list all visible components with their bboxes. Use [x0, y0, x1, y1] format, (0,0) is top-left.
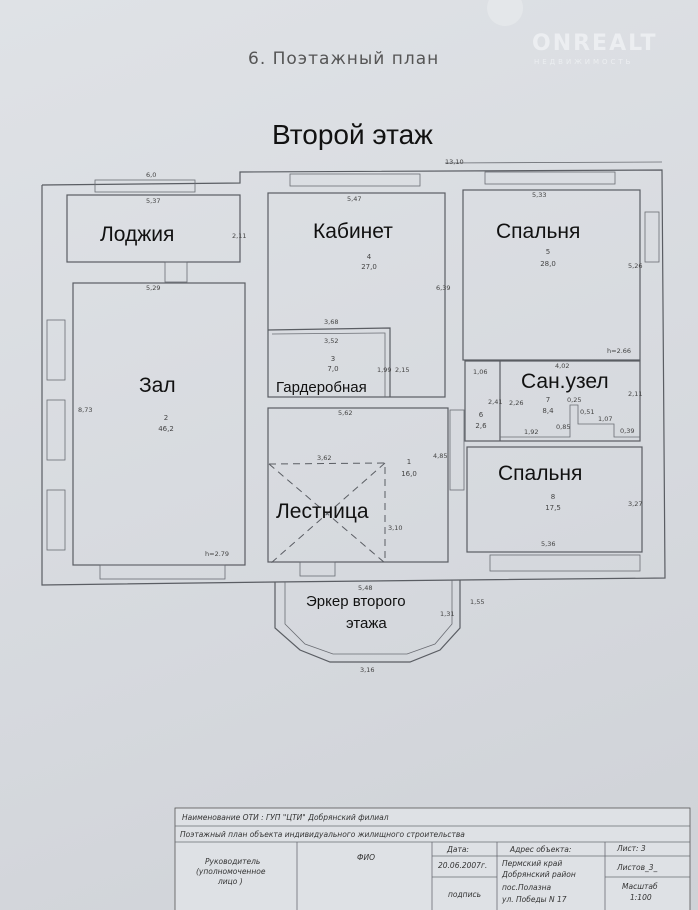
text-label: Пермский край: [502, 859, 562, 868]
text-label: 5,26: [628, 262, 642, 270]
text-label: 2,11: [628, 390, 642, 398]
text-label: 6: [479, 411, 484, 419]
text-label: 7: [546, 396, 550, 404]
text-label: Листов_3_: [616, 863, 658, 872]
room-label-wardrobe: Гардеробная: [276, 379, 367, 396]
watermark-sub: НЕДВИЖИМОСТЬ: [534, 58, 634, 66]
text-label: пос.Полазна: [502, 883, 552, 892]
text-label: Дата:: [446, 845, 469, 854]
text-label: ФИО: [357, 853, 375, 862]
text-label: 17,5: [545, 504, 561, 512]
text-label: подпись: [448, 890, 481, 899]
text-label: лицо ): [217, 877, 243, 886]
text-label: 8: [551, 493, 555, 501]
room-areas: 4 27,0 5 28,0 2 46,2 3 7,0 7 8,4 6 2,6 1 16,0 8…: [158, 248, 561, 512]
text-label: 20.06.2007г.: [438, 861, 487, 870]
text-label: 1:100: [630, 893, 652, 902]
text-label: 6,39: [436, 284, 450, 292]
text-label: Поэтажный план объекта индивидуального ж…: [180, 830, 465, 839]
watermark-logo: ONREALT НЕДВИЖИМОСТЬ: [487, 0, 658, 66]
watermark-brand: ONREALT: [532, 31, 658, 56]
text-label: h=2.66: [607, 347, 631, 355]
text-label: 16,0: [401, 470, 417, 478]
text-label: 1,92: [524, 428, 538, 436]
text-label: Масштаб: [622, 882, 658, 891]
home-pin-icon: [487, 0, 524, 26]
text-label: (уполномоченное: [196, 867, 266, 876]
text-label: 7,0: [327, 365, 338, 373]
text-label: 46,2: [158, 425, 174, 433]
text-label: 3,16: [360, 666, 374, 674]
text-label: 3,52: [324, 337, 338, 345]
text-label: Адрес объекта:: [509, 845, 571, 854]
text-label: 5,47: [347, 195, 361, 203]
text-label: ул. Победы N 17: [501, 895, 567, 904]
text-label: 0,85: [556, 423, 570, 431]
room-label-bay-2: этажа: [346, 615, 387, 632]
room-label-bathroom: Сан.узел: [521, 370, 609, 393]
text-label: 5,37: [146, 197, 160, 205]
room-label-bay-1: Эркер второго: [306, 593, 406, 610]
room-label-zal: Зал: [139, 374, 176, 397]
text-label: 1,55: [470, 598, 484, 606]
text-label: 28,0: [540, 260, 556, 268]
text-label: 5,33: [532, 191, 546, 199]
text-label: 13,10: [445, 158, 464, 166]
text-label: 1: [407, 458, 411, 466]
text-label: 6,0: [146, 171, 156, 179]
title-block: Наименование ОТИ : ГУП "ЦТИ" Добрянский …: [174, 807, 691, 910]
text-label: 3: [331, 355, 335, 363]
text-label: 0,25: [567, 396, 581, 404]
section-title: 6. Поэтажный план: [248, 49, 439, 69]
walls: [41, 161, 666, 663]
text-label: 2,41: [488, 398, 502, 406]
room-label-bedroom-5: Спальня: [496, 220, 580, 243]
text-label: 1,07: [598, 415, 612, 423]
text-label: 5,62: [338, 409, 352, 417]
text-label: Добрянский район: [501, 870, 576, 879]
text-label: 3,62: [317, 454, 331, 462]
text-label: 4,85: [433, 452, 447, 460]
text-label: 2,6: [475, 422, 487, 430]
room-label-kabinet: Кабинет: [313, 220, 393, 243]
text-label: 8,73: [78, 406, 92, 414]
text-label: 2,26: [509, 399, 523, 407]
text-label: Руководитель: [205, 857, 260, 866]
text-label: 1,99: [377, 366, 391, 374]
text-label: Наименование ОТИ : ГУП "ЦТИ" Добрянский …: [182, 813, 389, 822]
text-label: 8,4: [542, 407, 554, 415]
text-label: 0,51: [580, 408, 594, 416]
text-label: 4: [367, 253, 372, 261]
text-label: 3,10: [388, 524, 402, 532]
text-label: 0,39: [620, 427, 634, 435]
text-label: 5,29: [146, 284, 160, 292]
room-label-bedroom-8: Спальня: [498, 462, 582, 485]
floor-title: Второй этаж: [272, 119, 433, 150]
text-label: 4,02: [555, 362, 569, 370]
text-label: 2: [164, 414, 168, 422]
dimension-labels: 6,0 5,37 2,11 5,29 13,10 5,47 6,39 3,68 …: [78, 158, 642, 674]
room-label-stairs: Лестница: [276, 500, 369, 523]
room-label-loggia: Лоджия: [100, 223, 174, 246]
text-label: 1,06: [473, 368, 487, 376]
text-label: 1,31: [440, 610, 454, 618]
text-label: 5,36: [541, 540, 555, 548]
text-label: 2,11: [232, 232, 246, 240]
text-label: Лист: 3: [616, 844, 646, 853]
text-label: 5,48: [358, 584, 372, 592]
text-label: 3,68: [324, 318, 338, 326]
text-label: 3,27: [628, 500, 642, 508]
text-label: 27,0: [361, 263, 377, 271]
text-label: 5: [546, 248, 550, 256]
text-label: h=2.79: [205, 550, 229, 558]
text-label: 2,15: [395, 366, 409, 374]
